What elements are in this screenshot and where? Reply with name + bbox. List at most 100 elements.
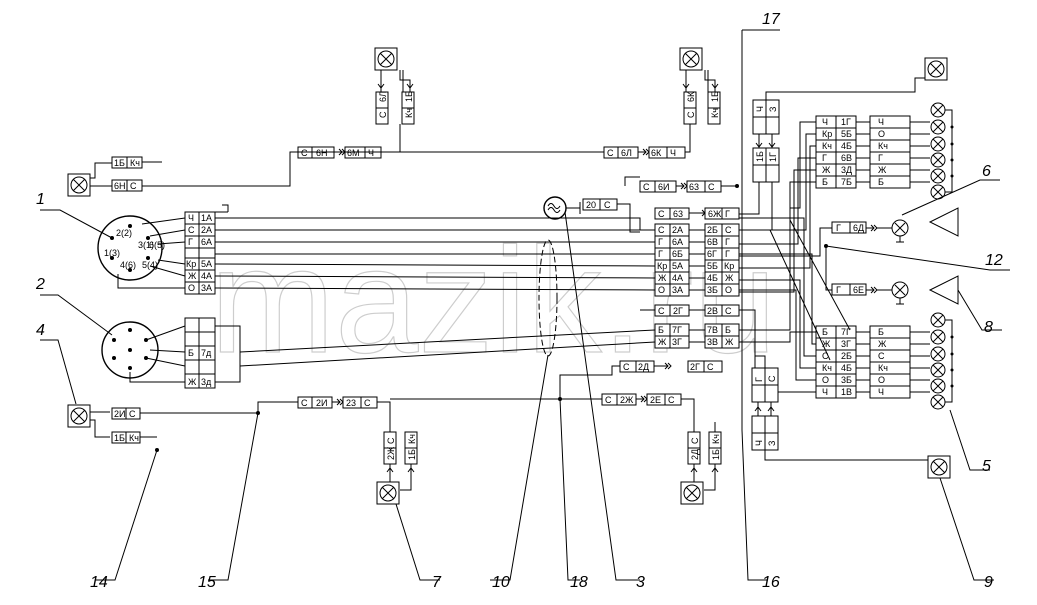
lamp4-color: Кч — [129, 433, 139, 443]
lamp-6: Г 6Д — [739, 207, 959, 257]
callout-18: 18 — [570, 574, 588, 591]
rb-label: Кч — [878, 363, 888, 373]
callout-9: 9 — [984, 574, 993, 591]
rt-label: О — [878, 129, 885, 139]
connector-bottom-right: Г С Ч З — [751, 355, 951, 479]
right-terminal-bottom: Б 7Г Ж 3Г С 2Б Кч 4Б О 3Б Ч 1В Б Ж С Кч … — [739, 217, 954, 410]
callout-8: 8 — [984, 319, 993, 336]
rt-label: Кч — [878, 141, 888, 151]
ct-label: 2А — [672, 225, 683, 235]
rt-label: Ч — [878, 117, 884, 127]
rt-label: 4Б — [841, 141, 852, 151]
chain-label: Ч — [368, 148, 374, 158]
ct-label: Б — [658, 325, 664, 335]
rb-label: Ч — [822, 387, 828, 397]
rb-label: 2Б — [841, 351, 852, 361]
ct-label: С — [725, 306, 732, 316]
rb-label: Ч — [878, 387, 884, 397]
lamp-left-top: 1Б Кч 6Н С — [67, 151, 298, 197]
callout-2: 2 — [35, 276, 45, 293]
socket-1: 2(2) 3(1) 6(5) 4(6) 5(4) 1(3) — [97, 215, 165, 281]
ct-label: Г — [658, 237, 663, 247]
ct-label: 63 — [673, 209, 683, 219]
callout-17: 17 — [762, 11, 781, 28]
cable-label: Кч — [710, 108, 720, 118]
lamp8-label: 6Е — [853, 285, 864, 295]
ct-label: 6Ж — [708, 209, 722, 219]
chain-label: 63 — [689, 182, 699, 192]
cable-label: 6Л — [378, 91, 388, 102]
ct-label: 5А — [672, 261, 683, 271]
conn-label: Г — [754, 377, 764, 382]
rb-label: 1В — [841, 387, 852, 397]
pin-label: 4(6) — [120, 260, 136, 270]
callout-1: 1 — [36, 191, 45, 208]
socket-2-terminal: Б 7д Ж 3д — [129, 317, 241, 389]
callout-16: 16 — [762, 574, 780, 591]
s1-wire: 1А — [201, 213, 212, 223]
rt-label: Ж — [878, 165, 887, 175]
conn-label: 1Б — [755, 151, 765, 162]
s1-color: Кр — [186, 259, 196, 269]
lamp4-color: С — [129, 409, 136, 419]
rt-label: 1Г — [841, 117, 851, 127]
ct-label: О — [725, 285, 732, 295]
rb-label: 7Г — [841, 327, 851, 337]
chain-label: С — [364, 398, 371, 408]
cable-label: С — [690, 437, 700, 444]
cable-label: Кч — [711, 434, 721, 444]
conn-label: Ч — [755, 106, 765, 112]
s1-wire: 2А — [201, 225, 212, 235]
chain-label: 6К — [651, 148, 662, 158]
ct-label: 4А — [672, 273, 683, 283]
rb-label: Ж — [878, 339, 887, 349]
rb-label: С — [822, 351, 829, 361]
cable-label: С — [686, 111, 696, 118]
rt-label: Г — [822, 153, 827, 163]
chain-label: 2И — [316, 398, 327, 408]
sensor-label: С — [604, 200, 611, 210]
cable-label: С — [386, 437, 396, 444]
chain-mid-right: С 6И 63 С — [624, 176, 739, 193]
rt-label: 6В — [841, 153, 852, 163]
socket-1-terminal: Ч 1А С 2А Г 6А Кр 5А Ж 4А О 3А — [117, 204, 229, 295]
pin-label: 2(2) — [116, 228, 132, 238]
lamp-7: С 2Ж Кч 1Б — [376, 431, 418, 505]
rb-label: Кч — [822, 363, 832, 373]
ct-label: С — [658, 209, 665, 219]
pin-label: 1(3) — [104, 248, 120, 258]
callout-12: 12 — [985, 252, 1003, 269]
ct-label: 5Б — [707, 261, 718, 271]
cable-label: 2Д — [690, 449, 700, 460]
chain-label: Ч — [670, 148, 676, 158]
ct-label: Г — [725, 237, 730, 247]
s2-wire: 7д — [201, 348, 212, 358]
lamp-corner-top — [924, 57, 948, 81]
lamp-wire: 6Н — [114, 181, 126, 191]
rt-label: 7Б — [841, 177, 852, 187]
s1-color: О — [188, 283, 195, 293]
lamp6-label: Г — [836, 223, 841, 233]
lamp-bottom-mid: С 2Д Кч 1Б — [680, 422, 722, 505]
callout-4: 4 — [36, 322, 45, 339]
rb-label: О — [822, 375, 829, 385]
rt-label: Г — [878, 153, 883, 163]
chain-label: 6Л — [621, 148, 632, 158]
chain-label: С — [668, 395, 675, 405]
cable-label: 1Б — [711, 449, 721, 460]
cable-label: 2Ж — [386, 446, 396, 460]
rb-label: С — [878, 351, 885, 361]
callout-6: 6 — [982, 163, 991, 180]
callout-5: 5 — [982, 458, 991, 475]
s2-wire: 3д — [201, 377, 212, 387]
watermark: mazik.ru — [210, 216, 777, 384]
callout-leaders — [40, 29, 1010, 581]
ct-label: 2Г — [673, 306, 683, 316]
rt-label: Кр — [822, 129, 832, 139]
rb-label: Ж — [822, 339, 831, 349]
lamp-4: 2И С 1Б Кч — [67, 404, 258, 452]
right-terminal-top: Ч 1Г Кр 5Б Кч 4Б Г 6В Ж 3Д Б 7Б Ч О Кч Г… — [739, 102, 954, 331]
ct-label: Кр — [724, 261, 734, 271]
socket-2 — [101, 321, 159, 379]
ct-label: 2Б — [707, 225, 718, 235]
